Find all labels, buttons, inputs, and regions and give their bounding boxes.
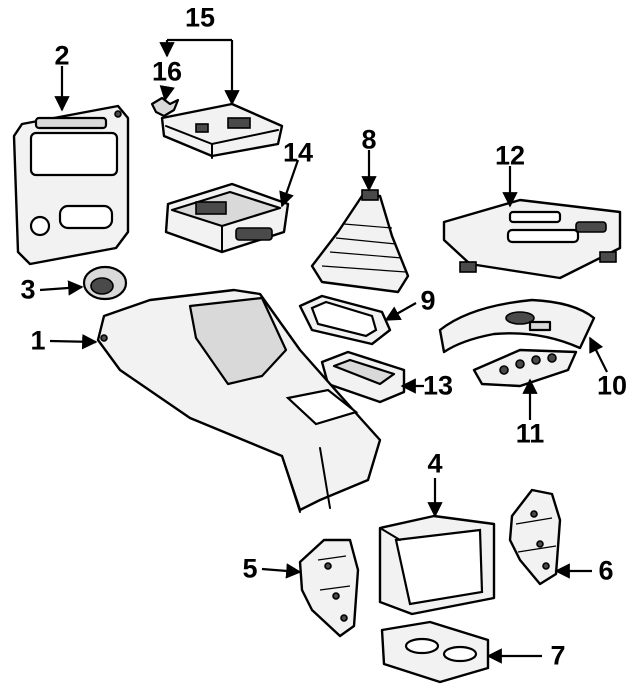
callout-10: 10 — [596, 370, 628, 401]
callout-9: 9 — [420, 285, 436, 316]
part-15-tray — [160, 102, 284, 159]
part-7-cup-holder — [380, 620, 490, 684]
part-9-trim — [298, 294, 392, 346]
part-2-bezel — [12, 104, 130, 266]
part-8-shift-boot — [310, 189, 410, 294]
part-4-pocket — [378, 514, 496, 616]
callout-7: 7 — [550, 640, 566, 671]
callout-16: 16 — [151, 56, 183, 87]
part-16-clip — [150, 96, 180, 118]
callout-15: 15 — [184, 2, 216, 33]
part-3-knob — [82, 265, 128, 301]
part-1-console — [96, 288, 382, 513]
leader-lines — [39, 38, 608, 664]
callout-2: 2 — [54, 40, 70, 71]
callout-12: 12 — [494, 140, 526, 171]
callout-6: 6 — [598, 555, 614, 586]
callout-11: 11 — [515, 418, 545, 449]
part-6-bracket — [508, 488, 562, 586]
part-12-cover — [442, 198, 622, 280]
callout-5: 5 — [242, 553, 258, 584]
callout-3: 3 — [20, 274, 36, 305]
callout-8: 8 — [361, 124, 377, 155]
callout-14: 14 — [282, 137, 314, 168]
callout-4: 4 — [427, 448, 443, 479]
part-14-box — [164, 182, 290, 254]
callout-1: 1 — [30, 325, 46, 356]
part-10-panel — [438, 298, 596, 354]
callout-13: 13 — [422, 370, 454, 401]
part-11-switch-plate — [472, 348, 578, 388]
part-5-bracket — [298, 538, 360, 638]
